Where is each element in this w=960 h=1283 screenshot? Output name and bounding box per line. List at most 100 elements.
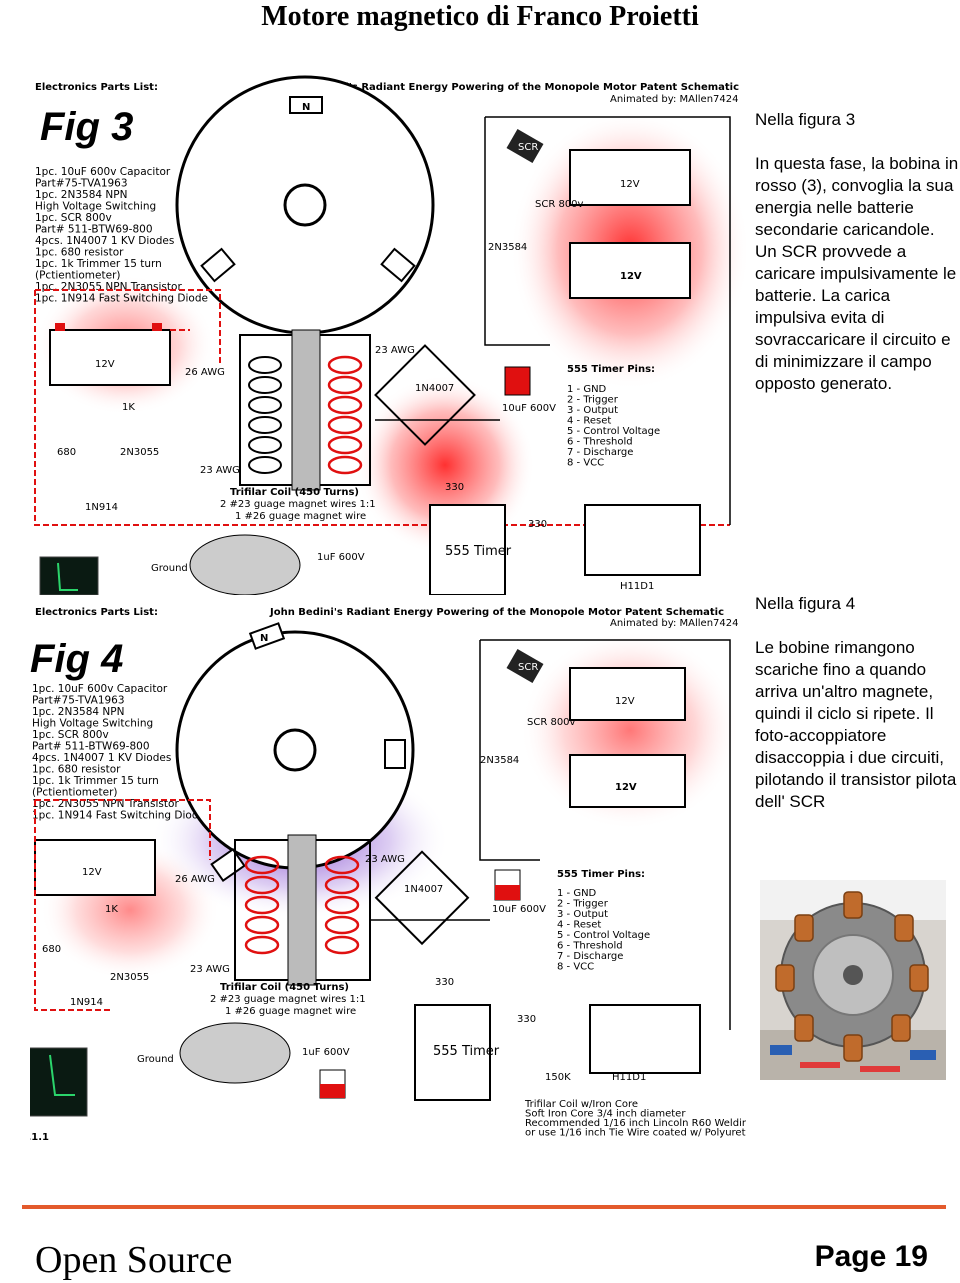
diode-bridge-label: 1N4007: [415, 383, 454, 394]
timer-pin-item: 4 - Reset: [557, 920, 601, 931]
page-number: Page 19: [814, 1240, 928, 1273]
timer-pin-item: 4 - Reset: [567, 416, 611, 427]
coil-caption: 2 #23 guage magnet wires 1:1: [220, 499, 376, 510]
figure-4-schematic: Electronics Parts List: Fig 4 1pc. 10uF …: [30, 600, 746, 1145]
transistor-package: [189, 534, 301, 595]
coil-caption: 2 #23 guage magnet wires 1:1: [210, 994, 366, 1005]
side-heading: Nella figura 3: [755, 110, 856, 129]
magnet-pole: N: [260, 633, 268, 644]
oscilloscope-screen: [30, 1047, 88, 1117]
parts-item: 1pc. 2N3584 NPN: [32, 706, 124, 718]
optocoupler: [584, 504, 701, 576]
timer-pin-item: 5 - Control Voltage: [567, 426, 660, 437]
parts-item: 1pc. SCR 800v: [35, 212, 112, 224]
footer-left-label: Open Source: [35, 1239, 233, 1281]
parts-item: 1pc. 680 resistor: [32, 764, 121, 776]
timer-pin-item: 6 - Threshold: [567, 437, 633, 448]
trimmer-label: 1K: [122, 402, 135, 413]
parts-item: 1pc. 1N914 Fast Switching Diode: [32, 810, 205, 822]
diode-label: 1N914: [85, 502, 118, 513]
diode-bridge-label: 1N4007: [404, 884, 443, 895]
capacitor-label: 1uF 600V: [317, 552, 365, 563]
side-text-fig3: Nella figura 3 In questa fase, la bobina…: [755, 109, 960, 395]
side-body: Le bobine rimangono scariche fino a quan…: [755, 638, 957, 811]
scr-label: SCR: [518, 662, 538, 673]
side-text-fig4: Nella figura 4 Le bobine rimangono scari…: [755, 593, 960, 813]
awg-bot-label: 23 AWG: [200, 465, 240, 476]
timer-pin-item: 3 - Output: [557, 909, 608, 920]
timer-pin-item: 7 - Discharge: [557, 951, 623, 962]
awg-top-label: 23 AWG: [375, 345, 415, 356]
timer-pin-item: 8 - VCC: [557, 962, 594, 973]
parts-item: High Voltage Switching: [32, 718, 153, 730]
parts-heading: Electronics Parts List:: [35, 82, 158, 93]
page-title: Motore magnetico di Franco Proietti: [261, 1, 699, 32]
timer-pins-heading: 555 Timer Pins:: [557, 869, 645, 880]
awg-bot-label: 23 AWG: [190, 964, 230, 975]
animated-by: Animated by: MAllen7424: [610, 94, 738, 105]
battery-label: 12V: [615, 782, 637, 793]
timer-pin-item: 1 - GND: [557, 888, 597, 899]
parts-item: Part# 511-BTW69-800: [35, 224, 153, 236]
timer-pin-item: 2 - Trigger: [567, 395, 619, 406]
resistor-label: 680: [42, 944, 61, 955]
side-heading: Nella figura 4: [755, 594, 856, 613]
capacitor-label: 10uF 600V: [502, 403, 556, 414]
trimmer-label: 1K: [105, 904, 118, 915]
parts-list: 1pc. 10uF 600v CapacitorPart#75-TVA19631…: [32, 683, 205, 822]
optocoupler: [589, 1004, 701, 1074]
trifilar-coil: [234, 834, 371, 986]
resistor-label: 330: [435, 977, 454, 988]
capacitor-label: 1uF 600V: [302, 1047, 350, 1058]
parts-item: 4pcs. 1N4007 1 KV Diodes: [32, 752, 171, 764]
figure-label: Fig 3: [40, 105, 133, 149]
battery-label: 12V: [620, 271, 642, 282]
parts-item: Part#75-TVA1963: [35, 178, 128, 190]
battery-secondary-top: [569, 149, 691, 206]
timer-pin-item: 5 - Control Voltage: [557, 930, 650, 941]
schematic-title: John Bedini's Radiant Energy Powering of…: [284, 82, 739, 93]
note-line: or use 1/16 inch Tie Wire coated w/ Poly…: [525, 1128, 746, 1139]
magnet-pole: N: [302, 102, 310, 113]
timer-pin-item: 7 - Discharge: [567, 447, 633, 458]
transistor-main-label: 2N3055: [110, 972, 149, 983]
battery-secondary-bottom: [569, 754, 686, 808]
side-body: In questa fase, la bobina in rosso (3), …: [755, 154, 959, 393]
motor-photo: [760, 880, 946, 1080]
rotor-wheel: N: [175, 75, 435, 335]
diode-label: 1N914: [70, 997, 103, 1008]
scr-component: [506, 648, 544, 684]
parts-item: 1pc. SCR 800v: [32, 729, 109, 741]
oscilloscope-screen: [39, 556, 99, 595]
scr-rating: SCR 800v: [535, 199, 584, 210]
resistor-label: 330: [517, 1014, 536, 1025]
ground-label: Ground: [137, 1054, 174, 1065]
awg-mid-label: 26 AWG: [185, 367, 225, 378]
parts-item: 1pc. 2N3055 NPN Transistor: [32, 798, 179, 810]
parts-item: Part#75-TVA1963: [32, 695, 125, 707]
timer-pin-item: 1 - GND: [567, 384, 607, 395]
timer-label: 555 Timer: [433, 1044, 500, 1059]
transistor-hv-label: 2N3584: [488, 242, 527, 253]
battery-label: 12V: [615, 696, 635, 707]
transistor-package: [179, 1022, 291, 1084]
parts-item: 1pc. 680 resistor: [35, 247, 124, 259]
resistor-label: 680: [57, 447, 76, 458]
footer-rule: [22, 1205, 946, 1209]
parts-item: 1pc. 10uF 600v Capacitor: [35, 166, 171, 178]
resistor-label: 330: [528, 519, 547, 530]
parts-item: Part# 511-BTW69-800: [32, 741, 150, 753]
ground-label: Ground: [151, 563, 188, 574]
scr-component: [506, 128, 544, 164]
coil-caption: Trifilar Coil (450 Turns): [230, 487, 359, 498]
timer-pins-heading: 555 Timer Pins:: [567, 364, 655, 375]
timer-label: 555 Timer: [445, 544, 512, 559]
figure-label: Fig 4: [30, 637, 123, 681]
note-line: Trifilar Coil w/Iron Core: [524, 1099, 638, 1110]
rotor-wheel: N: [175, 622, 415, 883]
battery-secondary-bottom: [569, 242, 691, 299]
awg-mid-label: 26 AWG: [175, 874, 215, 885]
parts-item: 1pc. 2N3055 NPN Transistor: [35, 281, 182, 293]
battery-label: 12V: [95, 359, 115, 370]
